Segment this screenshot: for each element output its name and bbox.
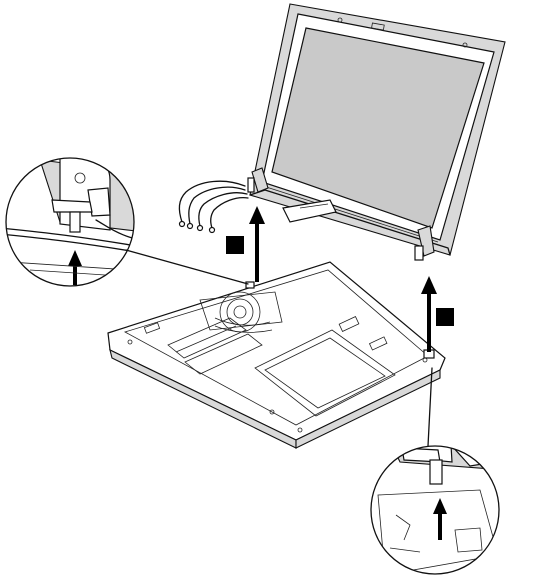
lcd-assembly [248,4,505,260]
laptop-base [108,262,445,448]
callout-step-1 [226,236,244,254]
lift-arrow-left [249,206,265,282]
callout-step-2 [436,308,454,326]
antenna-cables [179,181,248,232]
